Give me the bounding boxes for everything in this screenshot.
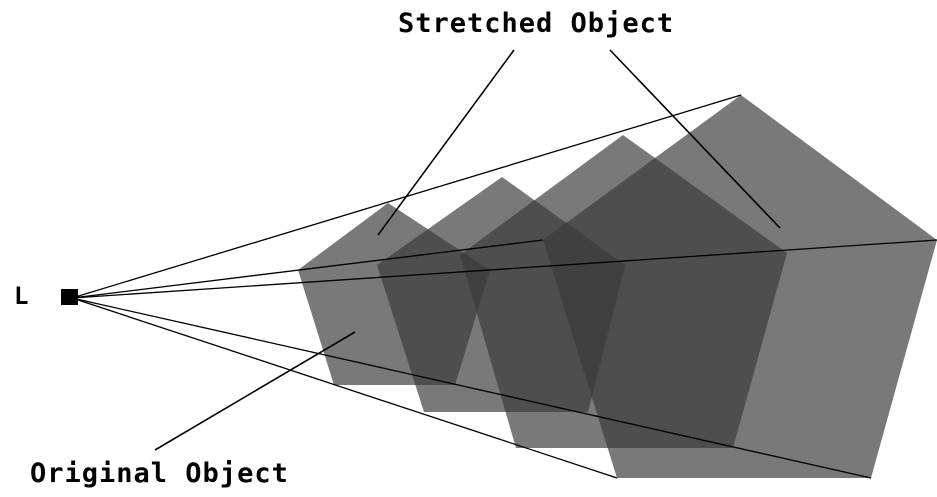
leader-stretched-left (377, 49, 515, 236)
pentagons (298, 95, 937, 478)
original-object-label: Original Object (30, 458, 289, 489)
ray-upper-mid (71, 239, 937, 299)
stretched-pentagon-3 (543, 95, 937, 478)
leader-original (154, 331, 356, 451)
leader-stretched-right (609, 49, 781, 229)
light-source-marker (61, 289, 78, 305)
ray-lower-mid (71, 297, 872, 479)
light-source-label: L (14, 282, 29, 310)
leader-lines (154, 49, 781, 451)
ray-bottom (71, 297, 618, 479)
ray-left (71, 239, 544, 299)
stretched-object-label: Stretched Object (398, 8, 675, 39)
projection-rays (71, 94, 937, 479)
